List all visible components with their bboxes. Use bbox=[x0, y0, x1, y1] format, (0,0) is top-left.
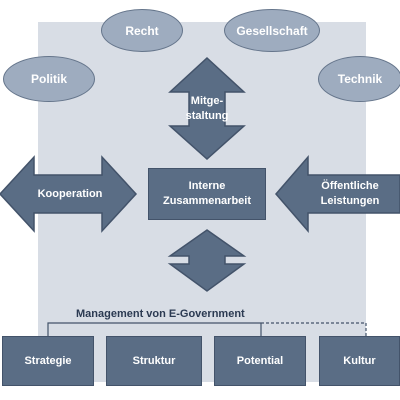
arrow-top-label: Mitge- staltung bbox=[185, 95, 229, 122]
connector-solid bbox=[47, 322, 261, 336]
arrow-left bbox=[0, 155, 138, 233]
ellipse-technik: Technik bbox=[318, 56, 400, 102]
ellipse-recht: Recht bbox=[101, 9, 183, 52]
box-strategie: Strategie bbox=[2, 336, 94, 386]
ellipse-gesellschaft: Gesellschaft bbox=[224, 9, 320, 52]
connector-dashed bbox=[261, 322, 367, 336]
center-box: Interne Zusammenarbeit bbox=[148, 168, 266, 220]
arrow-right bbox=[275, 154, 400, 234]
arrow-bottom bbox=[167, 229, 247, 292]
box-struktur: Struktur bbox=[106, 336, 202, 386]
ellipse-politik: Politik bbox=[3, 56, 95, 102]
management-title: Management von E-Government bbox=[76, 308, 245, 320]
arrow-top bbox=[168, 56, 246, 161]
box-potential: Potential bbox=[214, 336, 306, 386]
arrow-right-label: Öffentliche Leistungen bbox=[320, 180, 380, 207]
arrow-left-label: Kooperation bbox=[37, 187, 103, 200]
box-kultur: Kultur bbox=[319, 336, 400, 386]
